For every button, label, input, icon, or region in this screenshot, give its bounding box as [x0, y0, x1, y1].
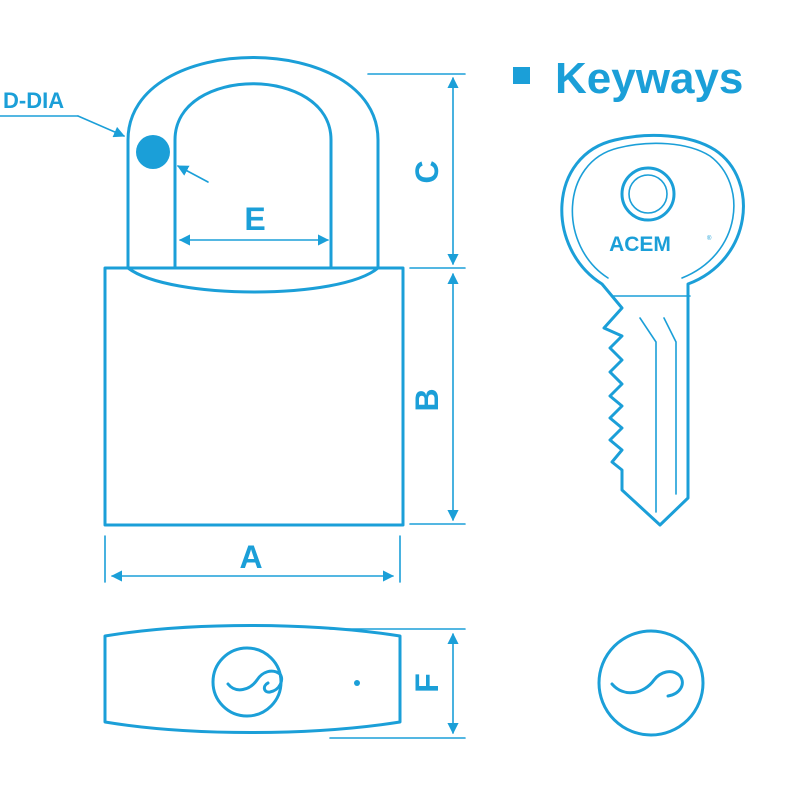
label-a: A [239, 539, 262, 575]
shackle-outer [126, 56, 380, 270]
padlock-bottom-view [103, 624, 402, 734]
label-e: E [244, 201, 265, 237]
key-ring-hole-inner [628, 174, 668, 214]
key-brand: ACEM [609, 233, 671, 256]
d-dia-arrow [77, 115, 126, 138]
keyway-icon [226, 669, 284, 694]
d-dia-arrow-inner [177, 165, 209, 183]
shackle-inner [173, 82, 333, 270]
keyhole-ring [211, 646, 283, 718]
keyway-profile [597, 629, 705, 737]
key-groove [639, 317, 677, 513]
key-illustration: ACEM ® [560, 133, 745, 527]
key-ring-hole [620, 166, 676, 222]
label-d-dia: D-DIA [3, 88, 64, 113]
keyway-profile-icon [610, 670, 684, 698]
key-outline-inner [571, 142, 735, 279]
key-brand-registered: ® [707, 235, 712, 242]
keyway-profile-ring [597, 629, 705, 737]
title-bullet [513, 67, 530, 84]
bottom-view-outline [103, 624, 402, 734]
page-title: Keyways [555, 54, 743, 103]
label-b: B [409, 388, 445, 411]
drain-hole [354, 680, 360, 686]
padlock-front-view [103, 56, 405, 527]
label-f: F [409, 673, 445, 693]
lock-body [103, 266, 405, 527]
shackle-collar [126, 266, 380, 294]
label-c: C [409, 160, 445, 183]
shackle-diameter-marker [136, 135, 170, 169]
key-outline [560, 133, 745, 527]
